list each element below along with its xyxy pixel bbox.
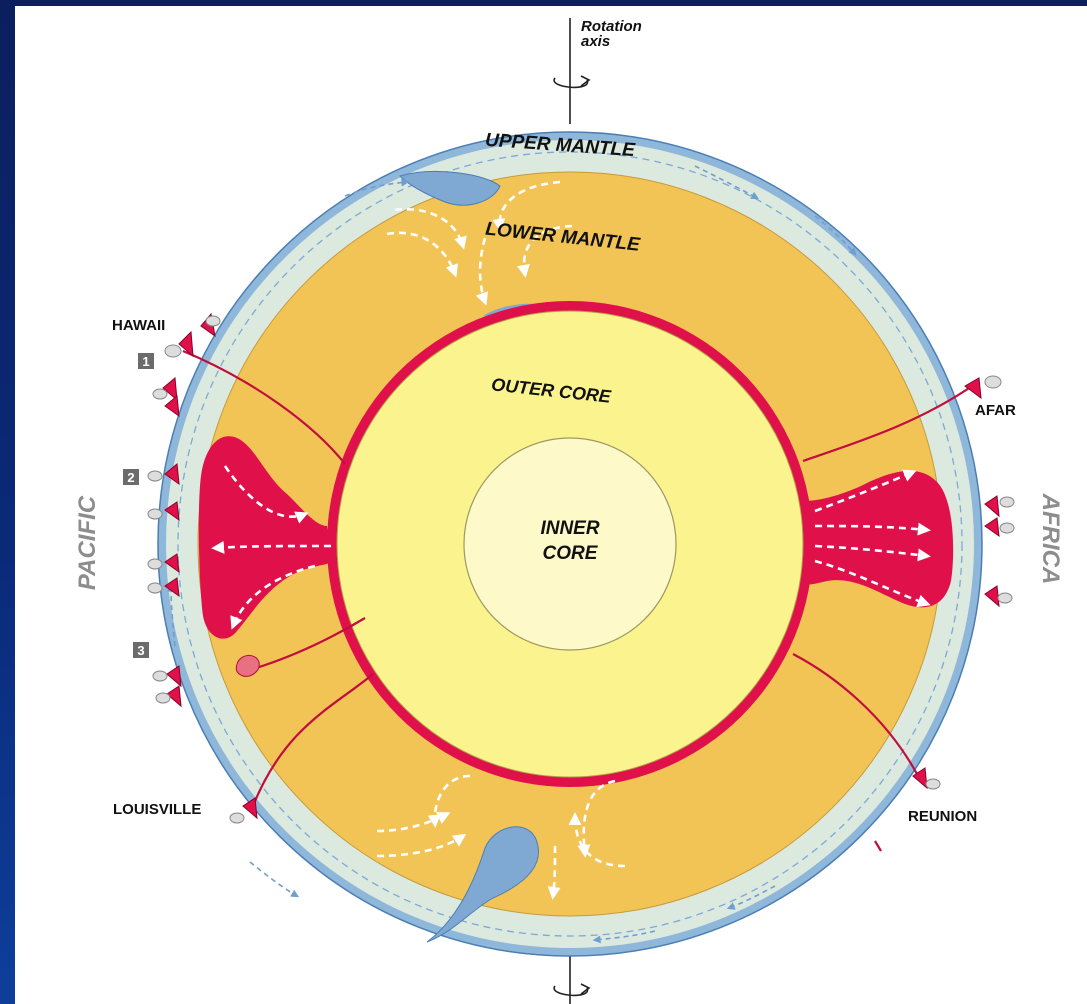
pacific-label: PACIFIC: [74, 495, 101, 590]
marker-1-label: 1: [142, 354, 149, 369]
rotation-arrow-icon: [554, 78, 587, 87]
rotation-arrow-bottom-icon: [554, 986, 587, 995]
afar-label: AFAR: [975, 402, 1016, 419]
reunion-label: REUNION: [908, 808, 977, 825]
rotation-axis-label-line2: axis: [581, 33, 610, 50]
marker-3: 3: [133, 642, 149, 658]
marker-3-label: 3: [137, 643, 144, 658]
conduit-reunion-track: [875, 841, 881, 851]
rotation-axis-bottom: [554, 954, 589, 1004]
marker-1: 1: [138, 353, 154, 369]
inner-core-label-line2: CORE: [543, 543, 599, 564]
earth-cross-section-diagram: Rotation axis: [15, 6, 1087, 1004]
marker-2-label: 2: [127, 470, 134, 485]
diagram-panel: Rotation axis: [15, 6, 1087, 1004]
inner-core-label-line1: INNER: [540, 518, 599, 539]
louisville-label: LOUISVILLE: [113, 801, 201, 818]
marker-2: 2: [123, 469, 139, 485]
africa-label: AFRICA: [1037, 493, 1064, 585]
hawaii-label: HAWAII: [112, 317, 165, 334]
